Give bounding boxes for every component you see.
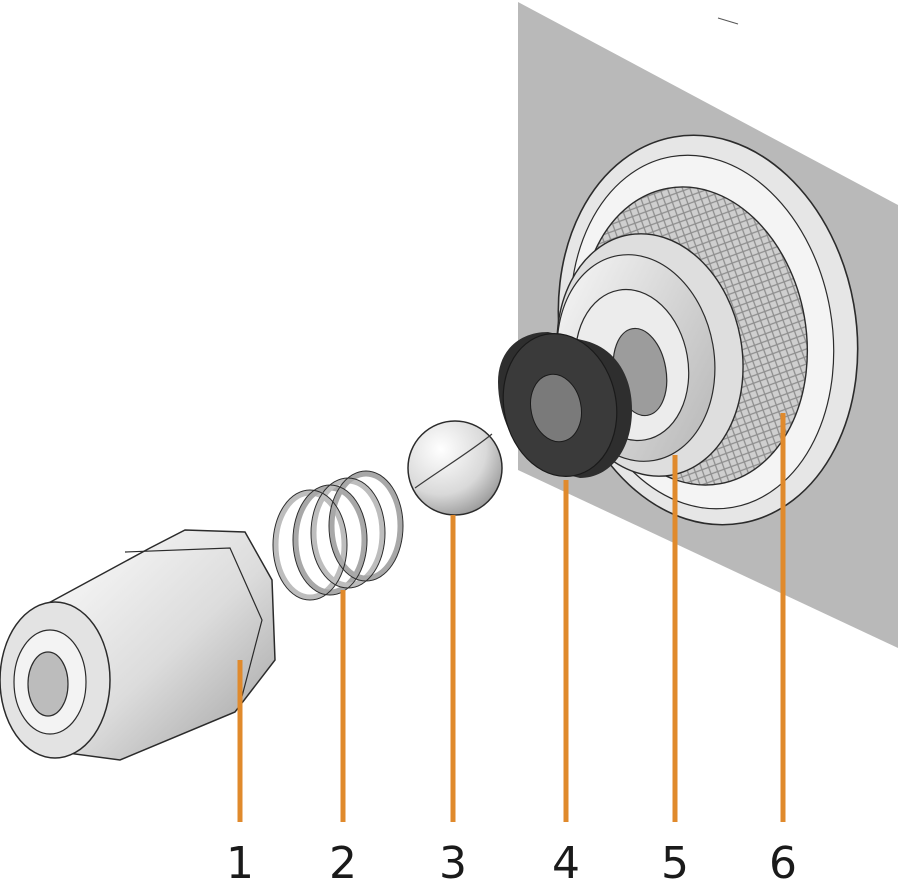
callout-label-1: 1: [226, 838, 254, 889]
callout-label-3: 3: [439, 838, 467, 889]
spring-icon: [273, 471, 403, 600]
callout-labels: 1 2 3 4 5 6: [226, 838, 797, 889]
seal-ring-icon: [498, 332, 632, 478]
spring-outline: [272, 470, 404, 601]
nozzle-body-icon: [0, 529, 276, 761]
callout-label-6: 6: [769, 838, 797, 889]
callout-label-5: 5: [661, 838, 689, 889]
callout-label-2: 2: [329, 838, 357, 889]
callout-label-4: 4: [552, 838, 580, 889]
leader-lines: [237, 413, 786, 822]
ball-icon: [407, 420, 503, 516]
